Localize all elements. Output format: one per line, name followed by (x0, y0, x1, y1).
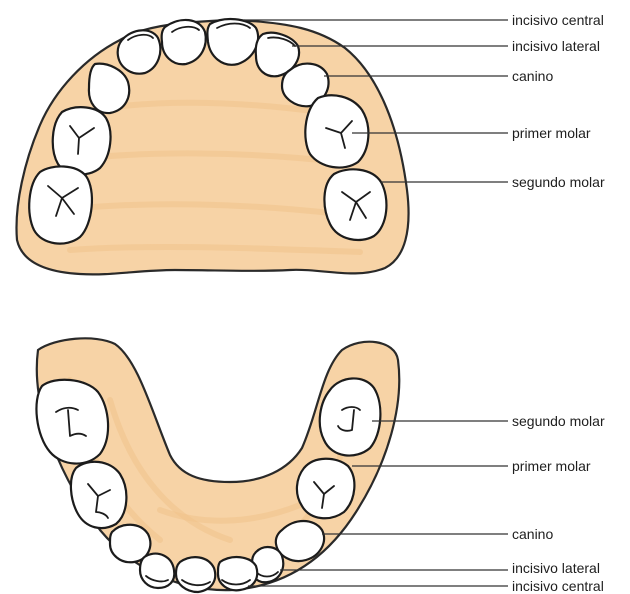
label-upper-segundo-molar: segundo molar (512, 174, 605, 190)
upper-first-molar-left (53, 107, 111, 174)
lower-lateral-incisor-left (140, 554, 174, 588)
label-lower-incisivo-central: incisivo central (512, 578, 604, 594)
label-lower-canino: canino (512, 526, 553, 542)
upper-lateral-incisor-left (118, 30, 161, 73)
lower-arch: segundo molar primer molar canino incisi… (36, 338, 605, 594)
label-upper-canino: canino (512, 68, 553, 84)
lower-second-molar-left (36, 380, 108, 464)
lower-central-incisor-left (176, 557, 215, 592)
upper-arch: incisivo central incisivo lateral canino… (17, 12, 605, 274)
label-upper-incisivo-lateral: incisivo lateral (512, 38, 600, 54)
label-lower-primer-molar: primer molar (512, 458, 591, 474)
lower-second-molar-right (320, 378, 381, 455)
lower-first-molar-right (297, 459, 354, 519)
label-upper-incisivo-central: incisivo central (512, 12, 604, 28)
label-lower-incisivo-lateral: incisivo lateral (512, 560, 600, 576)
label-lower-segundo-molar: segundo molar (512, 413, 605, 429)
label-upper-primer-molar: primer molar (512, 125, 591, 141)
